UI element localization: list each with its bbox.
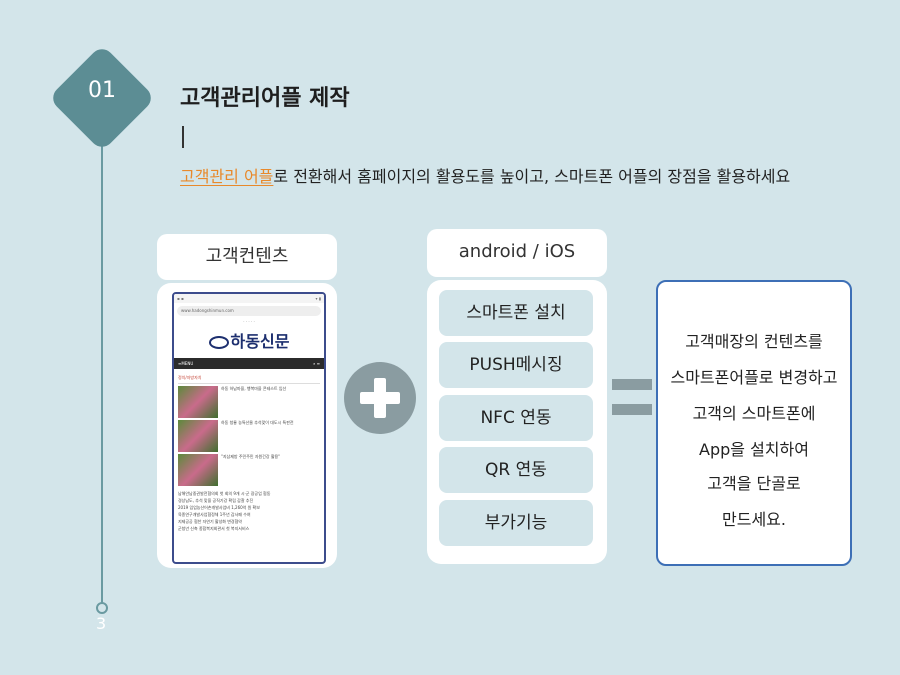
phone-url-bar: www.hadongshinmun.com [177,306,321,316]
phone-top-links: · · · · · [243,319,255,324]
result-line: 만드세요. [722,510,786,529]
subtitle-highlight: 고객관리 어플 [180,167,274,186]
subtitle-text: 로 전환해서 홈페이지의 활용도를 높이고, 스마트폰 어플의 장점을 활용하세… [273,167,791,186]
result-line: 스마트폰어플로 변경하고 [670,368,838,387]
feature-push: PUSH메시징 [439,342,593,388]
news-thumbnail [178,420,218,452]
equals-icon-bottom [612,404,652,415]
news-thumbnail [178,454,218,486]
phone-site-logo: 하동신문 [174,328,324,352]
phone-news-item: "지삼제방 주민주민 자원건강 활용" [178,454,320,486]
phone-status-bar: ▪ ▪▾ ▮ [174,294,324,303]
timeline-end-dot [96,602,108,614]
timeline-line [101,140,103,605]
feature-qr: QR 연동 [439,447,593,493]
phone-news-list: 남해안남중권발전협의회 첫 회의 9개 시·군 광공업 협동 경상남도, 추석 … [178,491,271,531]
equals-icon-top [612,379,652,390]
phone-mockup: ▪ ▪▾ ▮ www.hadongshinmun.com · · · · · 하… [172,292,326,564]
page-title: 고객관리어플 제작 [180,86,350,111]
plus-icon-vertical [374,378,386,418]
subtitle: 고객관리 어플로 전환해서 홈페이지의 활용도를 높이고, 스마트폰 어플의 장… [180,163,790,187]
feature-install: 스마트폰 설치 [439,290,593,336]
phone-news-item: 하동 청룡 농특산물 추석맞이 대도시 특판전 [178,420,320,452]
result-line: 고객매장의 컨텐츠를 [685,332,823,351]
logo-swirl-icon [208,336,229,349]
step-number: 01 [88,78,116,103]
search-icon: ⌕ ≡ [313,361,320,366]
title-divider [182,126,184,148]
phone-news-item: 하동 하남마을, 행복마을 콘테스트 입선 [178,386,320,418]
phone-menu-bar: ≡MENU⌕ ≡ [174,358,324,369]
result-line: 고객의 스마트폰에 [692,404,816,423]
phone-section-title: 정치/자방자치 [178,375,320,384]
news-thumbnail [178,386,218,418]
customer-content-label: 고객컨텐츠 [157,234,337,280]
feature-extra: 부가기능 [439,500,593,546]
result-box [656,280,852,566]
platform-label: android / iOS [427,229,607,277]
result-line: App을 설치하여 [699,440,809,459]
result-line: 고객을 단골로 [707,474,801,493]
feature-nfc: NFC 연동 [439,395,593,441]
page-number: 3 [96,614,107,633]
